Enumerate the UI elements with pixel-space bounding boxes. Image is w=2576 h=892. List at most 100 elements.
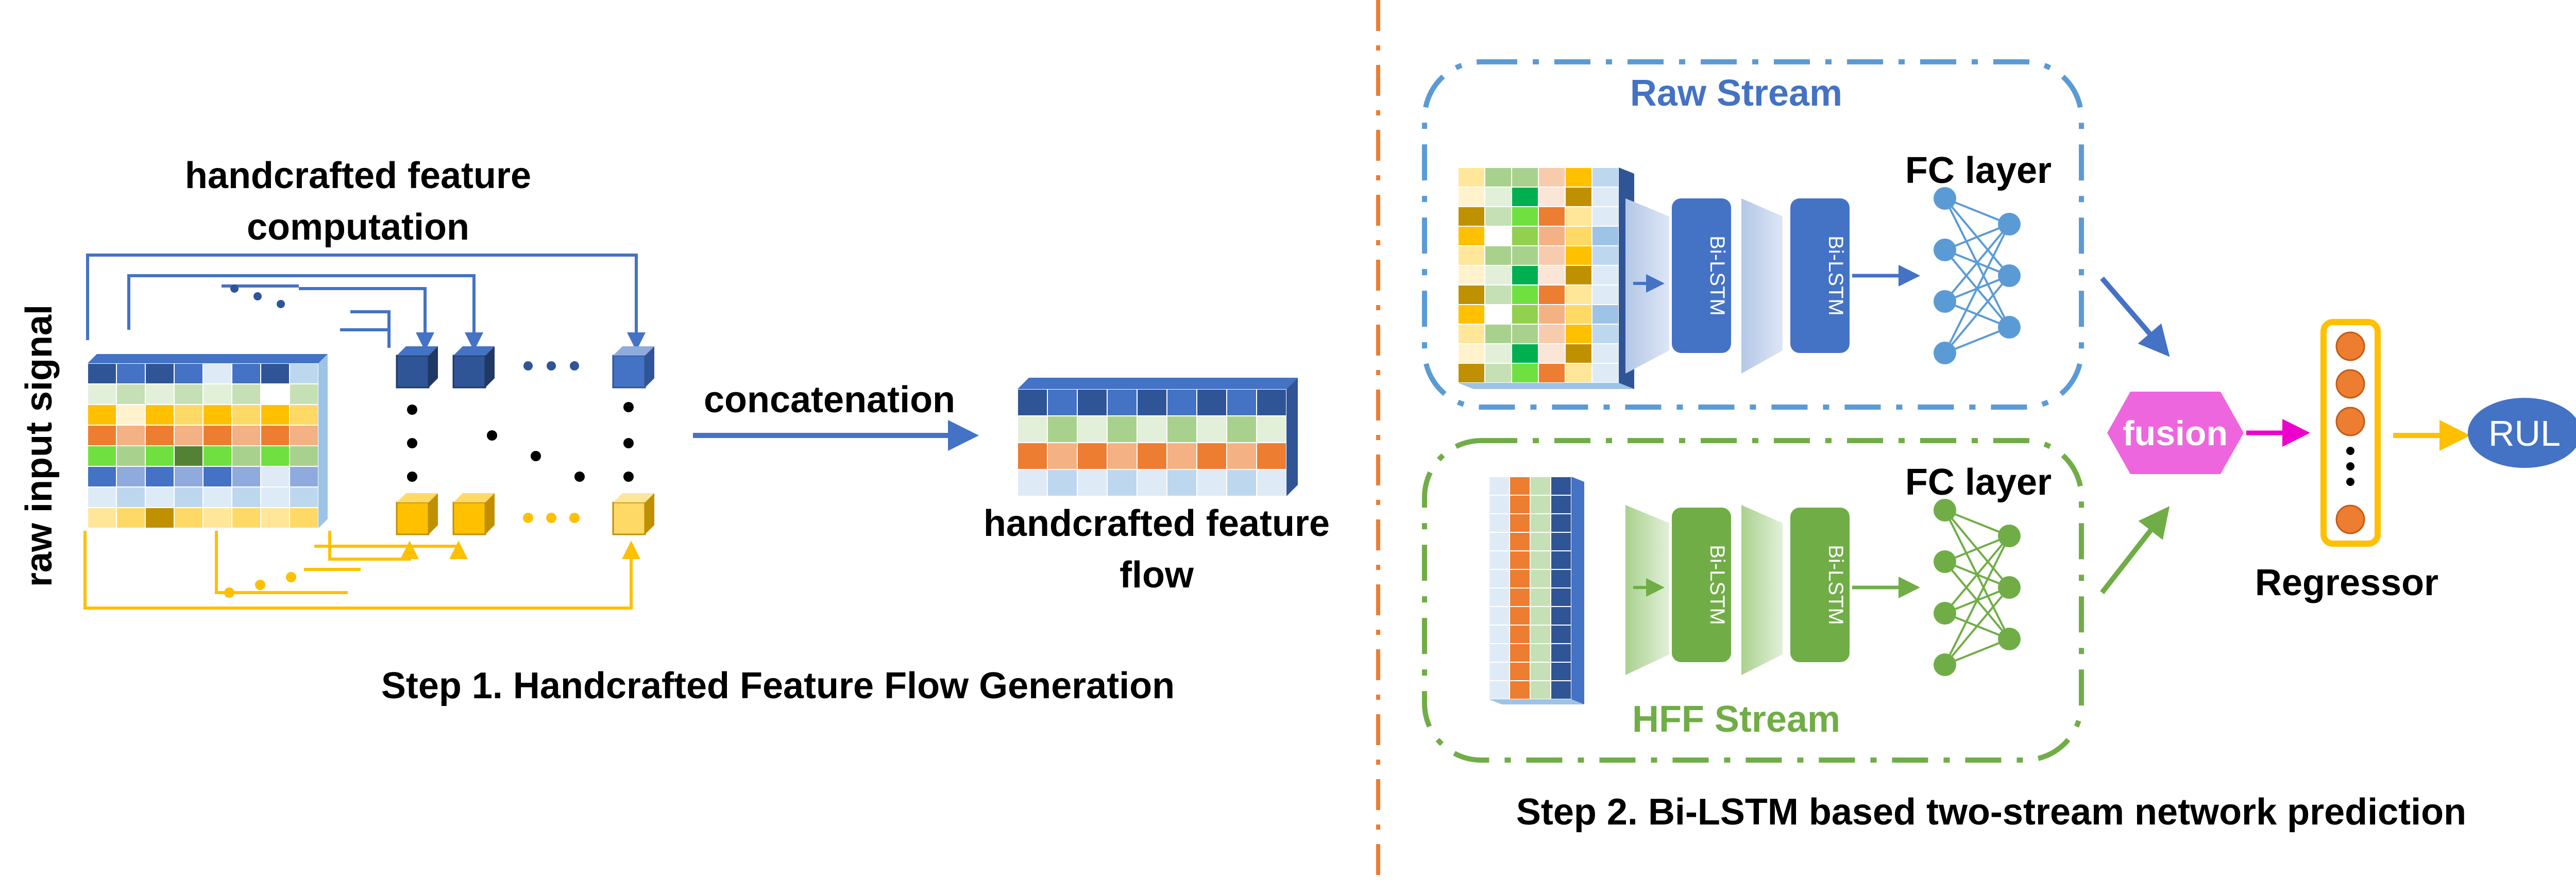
raw-stream-cell: [1591, 206, 1619, 227]
raw-stream-cell: [1484, 324, 1512, 344]
fc-neuron: [1998, 316, 2021, 339]
flow-matrix-cell: [1137, 442, 1167, 470]
matrix-cell: [289, 507, 319, 529]
hff-trapezoid-1: [1625, 505, 1669, 675]
flow-matrix-cell: [1047, 415, 1078, 443]
fc-connection: [1944, 535, 2010, 563]
matrix-cell: [202, 425, 232, 446]
matrix-cell: [202, 466, 232, 487]
yellow-feature-cubes: [396, 493, 654, 535]
regressor-neuron: [2335, 369, 2365, 399]
raw-stream-cell: [1591, 167, 1619, 188]
matrix-cell: [202, 445, 232, 467]
hff-stream-cell: [1550, 643, 1572, 663]
flow-matrix-cell: [1017, 442, 1048, 470]
yellow-feature-cube-top: [453, 493, 495, 502]
ellipsis-dot: [407, 438, 417, 448]
flow-matrix-cell: [1166, 389, 1197, 416]
matrix-cell: [116, 466, 146, 487]
matrix-cell: [116, 383, 146, 405]
raw-stream-cell: [1458, 304, 1485, 325]
fc-neuron: [1934, 653, 1956, 676]
raw-stream-box: [1422, 59, 2084, 410]
fc-connection: [1944, 223, 2010, 251]
matrix-top-face: [88, 354, 328, 363]
hff-stream-cell: [1530, 625, 1551, 644]
matrix-cell: [87, 507, 117, 529]
flow-matrix-cell: [1107, 415, 1138, 443]
matrix-cell: [174, 486, 204, 508]
raw-stream-cell: [1458, 265, 1485, 285]
raw-stream-cell: [1484, 245, 1512, 266]
flow-matrix-cell: [1196, 469, 1227, 497]
hff-stream-cell: [1530, 513, 1551, 533]
raw-stream-cell: [1458, 363, 1485, 383]
matrix-cell: [174, 404, 204, 426]
raw-stream-cell: [1511, 265, 1539, 285]
ellipsis-dot: [623, 472, 634, 482]
raw-bilstm-label-1: Bi-LSTM: [1706, 235, 1728, 316]
yellow-feature-cube: [612, 501, 646, 535]
blue-feature-cube-side: [429, 346, 438, 388]
hff-stream-cell: [1530, 569, 1551, 588]
flow-matrix-cell: [1256, 415, 1287, 443]
matrix-cell: [202, 507, 232, 529]
hff-stream-cell: [1530, 550, 1551, 570]
regressor-dot: [2346, 462, 2354, 470]
matrix-cell: [231, 445, 261, 467]
hff-stream-cell: [1530, 643, 1551, 663]
raw-stream-cell: [1511, 363, 1539, 383]
ellipsis-dot: [230, 284, 239, 293]
raw-stream-cell: [1565, 284, 1592, 305]
ellipsis-dot: [407, 405, 417, 415]
ellipsis-dot: [570, 361, 579, 371]
raw-stream-cell: [1565, 363, 1592, 383]
hff-stream-cell: [1509, 606, 1531, 626]
matrix-cell: [116, 404, 146, 426]
matrix-cell: [87, 466, 117, 487]
raw-stream-cell: [1511, 167, 1539, 188]
matrix-cell: [260, 383, 290, 405]
matrix-cell: [231, 466, 261, 487]
flow-matrix-cell: [1226, 415, 1257, 443]
matrix-cell: [289, 383, 319, 405]
raw-stream-cell: [1565, 206, 1592, 227]
flow-matrix-cell: [1017, 469, 1048, 497]
hff-stream-cell: [1509, 662, 1531, 681]
raw-stream-cell: [1591, 245, 1619, 266]
fc-neuron: [1934, 239, 1956, 261]
hff-stream-cell: [1530, 680, 1551, 700]
matrix-cell: [174, 425, 204, 446]
fc-connection: [1944, 275, 2010, 354]
fc-neuron: [1934, 290, 1956, 313]
fc-neuron: [1934, 187, 1956, 210]
matrix-cell: [145, 486, 175, 508]
yellow-feature-cube-top: [613, 493, 654, 502]
fusion-label: fusion: [2123, 414, 2228, 453]
flow-matrix-cell: [1256, 442, 1287, 470]
hff-stream-cell: [1530, 662, 1551, 681]
hff-stream-cell: [1488, 569, 1510, 588]
raw-bilstm-block-1: [1672, 198, 1731, 353]
rul-label: RUL: [2488, 413, 2561, 453]
hff-stream-cell: [1488, 476, 1510, 496]
flow-matrix-cell: [1137, 469, 1167, 497]
matrix-cell: [231, 486, 261, 508]
fc-connection: [1944, 535, 2010, 665]
flow-matrix-cell: [1196, 442, 1227, 470]
flow-matrix-cell: [1107, 442, 1138, 470]
raw-stream-cell: [1591, 343, 1619, 364]
step2-caption: Step 2. Bi-LSTM based two-stream network…: [1516, 792, 2466, 833]
fc-connection: [1944, 224, 2010, 354]
ellipsis-dots: [224, 284, 634, 598]
raw-stream-cell: [1591, 363, 1619, 383]
hff-stream-cell: [1509, 495, 1531, 514]
raw-stream-cell: [1565, 265, 1592, 285]
matrix-cell: [260, 466, 290, 487]
hff-bilstm-label-1: Bi-LSTM: [1706, 545, 1728, 625]
matrix-cell: [174, 383, 204, 405]
flow-matrix-cell: [1077, 389, 1108, 416]
matrix-cell: [289, 486, 319, 508]
matrix-cell: [174, 363, 204, 384]
hff-stream-cell: [1509, 550, 1531, 570]
